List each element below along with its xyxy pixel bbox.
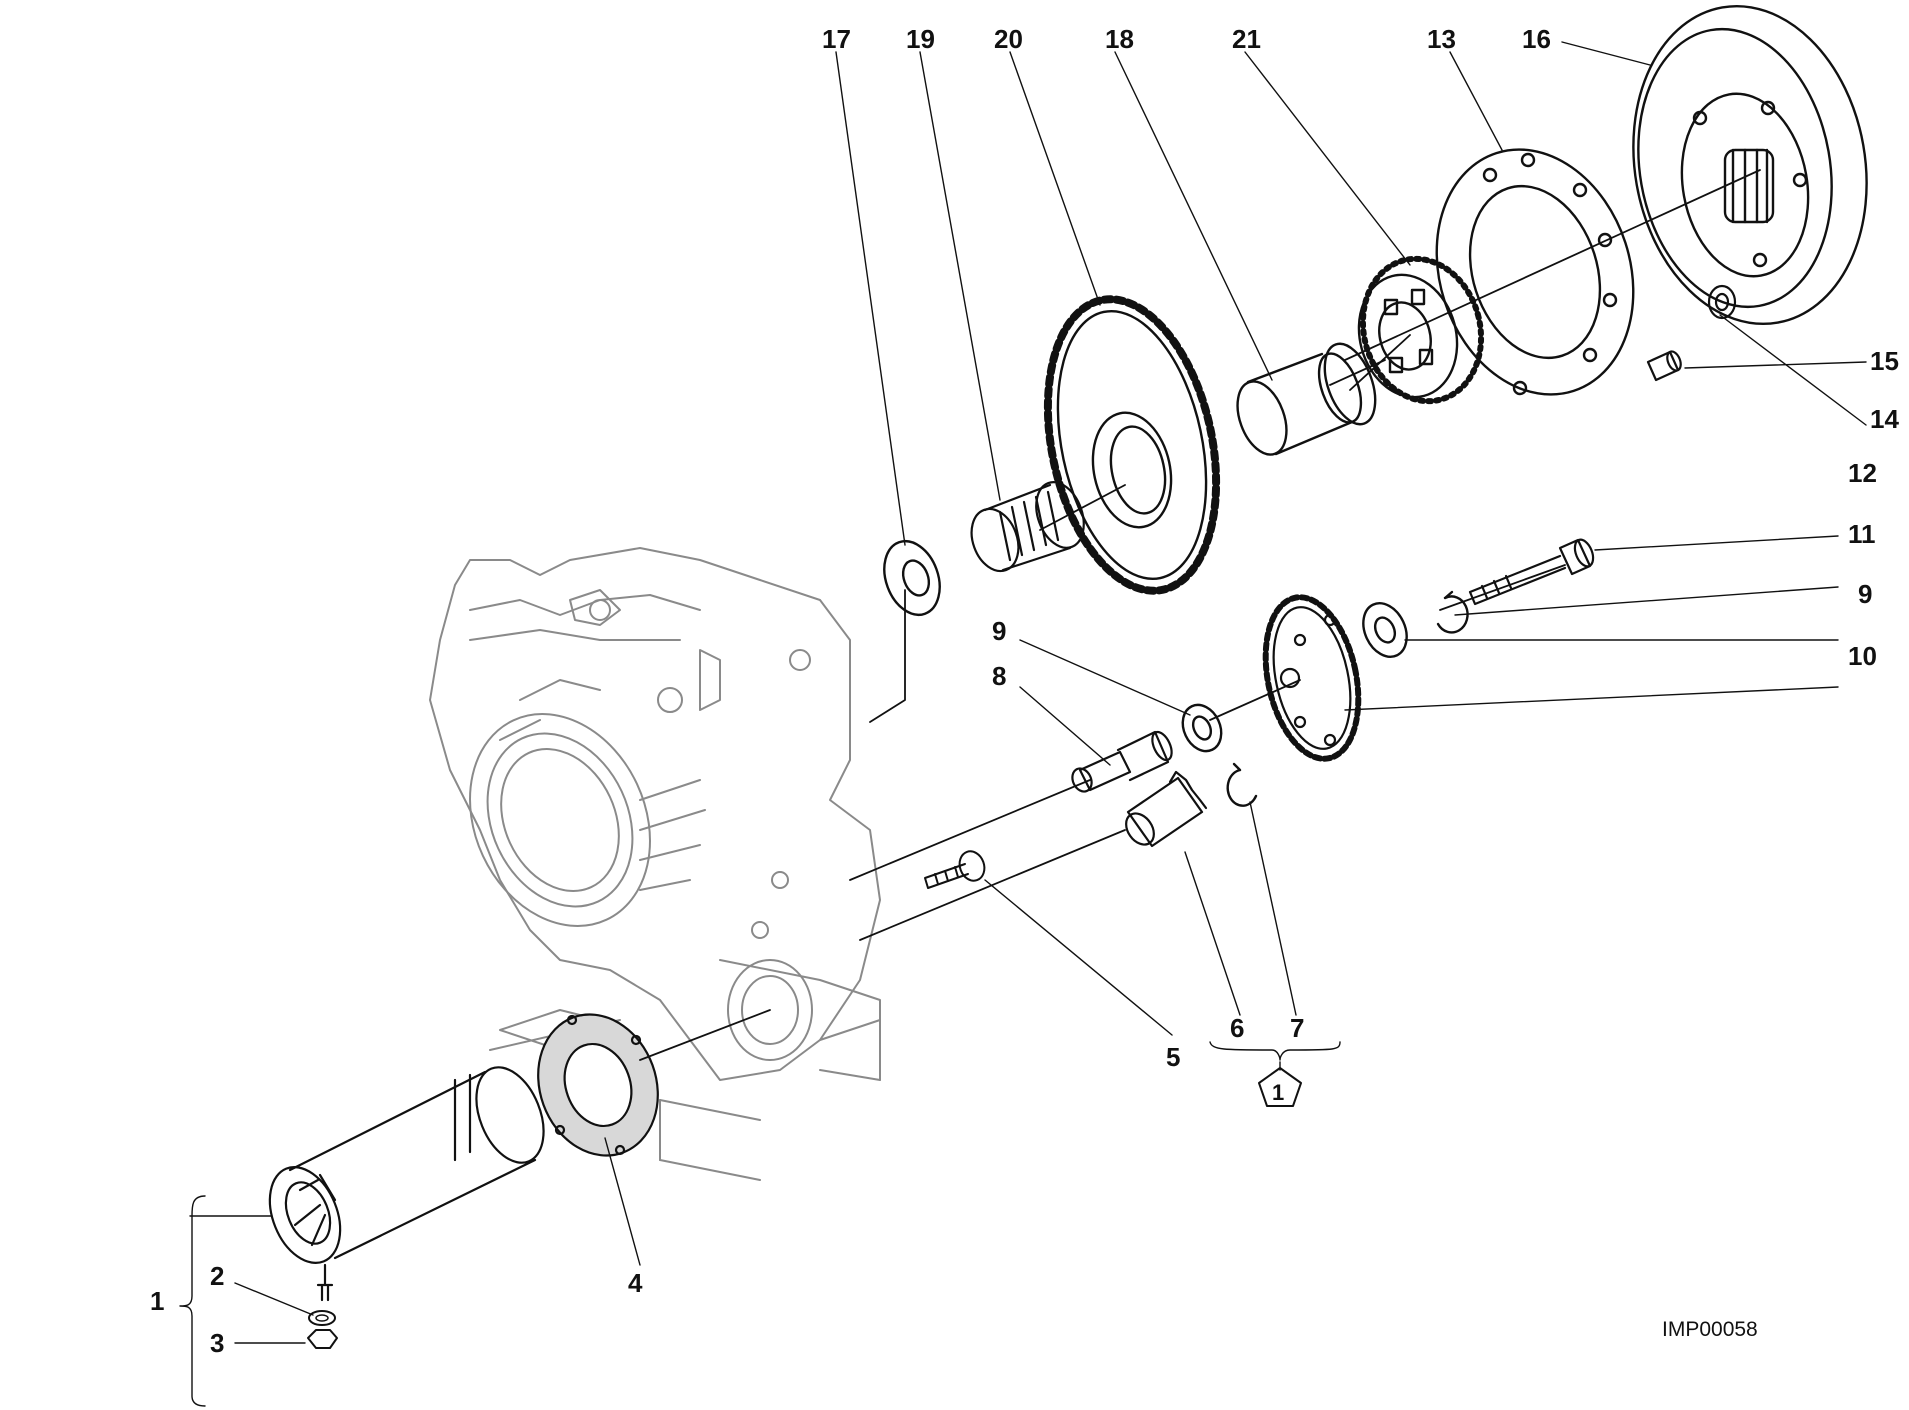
callout-8: 8 [992,661,1006,691]
washer-9b-part [1362,602,1408,658]
callout-9-left: 9 [992,616,1006,646]
callout-21: 21 [1232,24,1261,54]
drawing-code: IMP00058 [1662,1318,1758,1341]
callout-19: 19 [906,24,935,54]
callout-16: 16 [1522,24,1551,54]
screw-5-part [924,850,986,889]
callout-14: 14 [1870,404,1899,434]
freewheel-part [1357,255,1485,405]
callout-12: 12 [1848,458,1877,488]
callout-15: 15 [1870,346,1899,376]
callout-numbers: 17 19 20 18 21 13 16 15 14 12 11 9 10 9 … [150,24,1899,1358]
gasket-part [537,1013,659,1157]
callout-11: 11 [1848,519,1876,549]
callout-13: 13 [1427,24,1456,54]
washer-2-part-inner [315,1314,329,1322]
callout-7: 7 [1290,1013,1304,1043]
callout-9-right: 9 [1858,579,1872,609]
callout-5: 5 [1166,1042,1180,1072]
circlip-7-part [1226,762,1258,807]
bushing-part [1236,342,1377,456]
ring-15-part [1707,284,1737,320]
flange-part [1435,148,1635,396]
pinion-gear-part [1125,770,1208,848]
shaft-part [1071,730,1173,793]
callout-2: 2 [210,1261,224,1291]
callout-20: 20 [994,24,1023,54]
callout-17: 17 [822,24,851,54]
assembly-lines [639,169,1761,1061]
group-pentagon-label: 1 [1272,1080,1284,1105]
callout-3: 3 [210,1328,224,1358]
washer-9-part [1181,703,1223,753]
circlip-11-part [1436,590,1469,634]
large-gear-part [1043,295,1221,595]
starter-motor [268,1066,545,1302]
bolt-12-part [1468,538,1595,606]
callout-10: 10 [1848,641,1877,671]
washer-2-part [308,1310,336,1326]
group-pentagon-icon [1258,1067,1302,1107]
callout-6: 6 [1230,1013,1244,1043]
needle-bearing-part [970,481,1085,573]
leader-lines [179,41,1867,1407]
callout-18: 18 [1105,24,1134,54]
spacer-part [883,540,941,616]
callout-1: 1 [150,1286,164,1316]
dowel-part [1646,350,1682,382]
nut-3-part [307,1329,338,1349]
housing-part [1632,4,1868,326]
callout-4: 4 [628,1268,643,1298]
intermediate-gear-part [1262,594,1362,762]
